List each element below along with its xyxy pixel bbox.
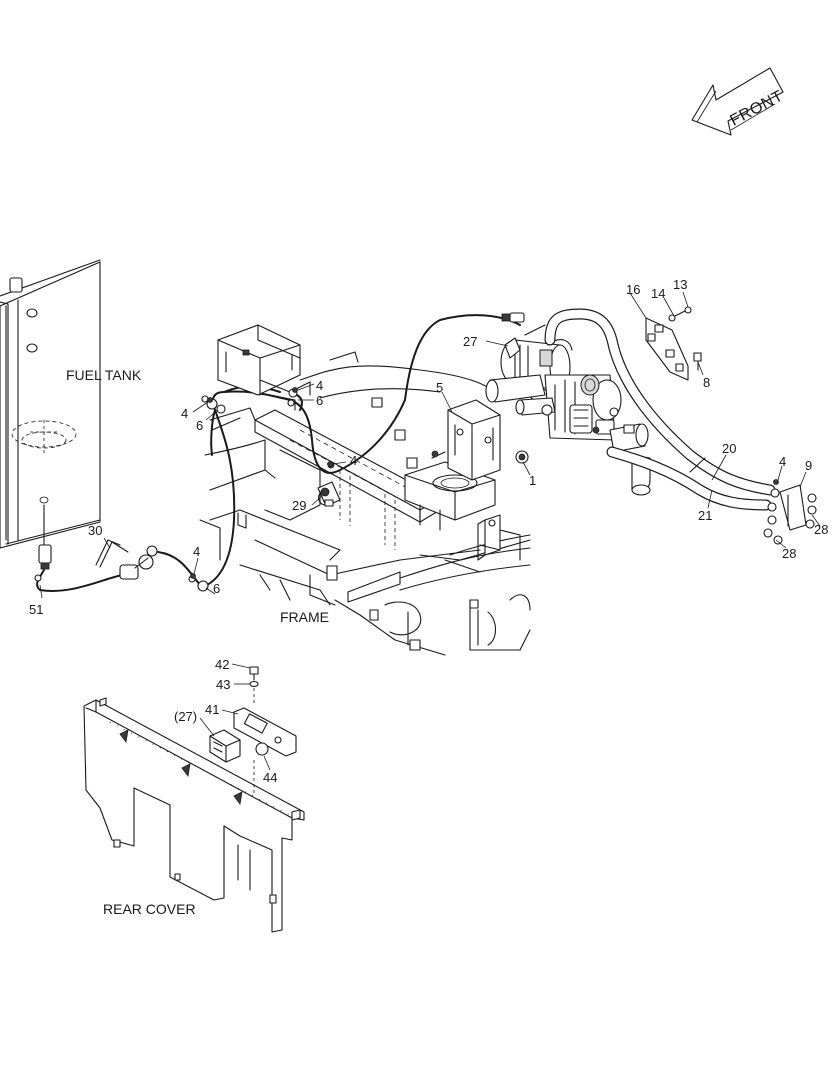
frame-label: FRAME [280, 609, 329, 625]
rear-cover-label: REAR COVER [103, 901, 196, 917]
callout-8: 8 [703, 375, 710, 390]
callout-28-right: 28 [814, 522, 828, 537]
callout-9: 9 [805, 458, 812, 473]
callout-21: 21 [698, 508, 712, 523]
callout-4-right: 4 [779, 454, 786, 469]
callout-4-left: 4 [181, 406, 188, 421]
valve-block-9 [763, 479, 817, 545]
leader-lines [39, 291, 821, 771]
fuel-tank: FUEL TANK [0, 259, 142, 549]
callout-6-lower: 6 [213, 581, 220, 596]
bracket-30 [95, 539, 129, 568]
pump-cable [287, 312, 525, 474]
callout-13: 13 [673, 277, 687, 292]
callout-14: 14 [651, 286, 665, 301]
fasteners [190, 387, 333, 579]
mounting-plate-16 [645, 306, 702, 381]
callout-27: 27 [463, 334, 477, 349]
callout-42: 42 [215, 657, 229, 672]
callout-41: 41 [205, 702, 219, 717]
callout-16: 16 [626, 282, 640, 297]
callout-6-left: 6 [196, 418, 203, 433]
coolant-hoses [524, 308, 776, 511]
callout-4-lower: 4 [193, 544, 200, 559]
callout-51: 51 [29, 602, 43, 617]
callout-numbers: 16 14 13 27 5 1 8 4 9 20 21 28 28 4 6 4 … [29, 277, 828, 785]
heater-unit [485, 374, 651, 496]
callout-28-bottom: 28 [782, 546, 796, 561]
callout-20: 20 [722, 441, 736, 456]
callout-27-ref: (27) [174, 709, 197, 724]
pump-bracket-5 [431, 399, 529, 481]
machine-frame: FRAME [199, 324, 531, 656]
callout-43: 43 [216, 677, 230, 692]
switch-panel [209, 666, 297, 795]
callout-6-upper: 6 [316, 393, 323, 408]
front-direction-arrow: FRONT [691, 67, 786, 136]
fuel-tank-label: FUEL TANK [66, 367, 142, 383]
callout-4-upper: 4 [316, 378, 323, 393]
callout-1: 1 [529, 473, 536, 488]
rear-cover: REAR COVER [83, 697, 305, 933]
fuel-line-51 [34, 544, 158, 592]
callout-5: 5 [436, 380, 443, 395]
callout-30: 30 [88, 523, 102, 538]
callout-4-mid: 4 [350, 453, 357, 468]
callout-44: 44 [263, 770, 277, 785]
callout-29: 29 [292, 498, 306, 513]
